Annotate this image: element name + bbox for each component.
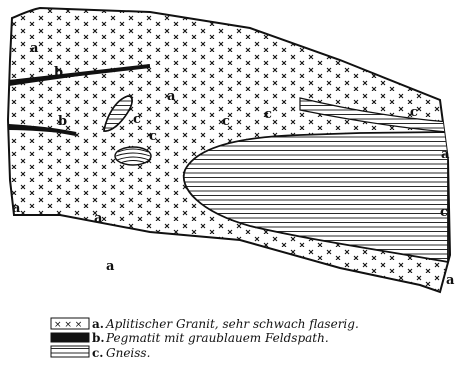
label-c-2: c xyxy=(149,129,157,144)
label-b-1: b xyxy=(54,65,63,80)
legend-key-a: a. xyxy=(92,317,104,331)
label-c-5: c xyxy=(410,105,418,120)
label-a-1: a xyxy=(30,41,39,56)
label-a-3: a xyxy=(441,147,450,162)
legend-text-a: Aplitischer Granit, sehr schwach flaseri… xyxy=(105,317,359,331)
label-c-3: c xyxy=(222,114,230,129)
label-b-2: b xyxy=(58,114,67,129)
label-a-4: a xyxy=(12,201,21,216)
legend: × × × a. Aplitischer Granit, sehr schwac… xyxy=(51,317,359,360)
legend-key-c: c. xyxy=(92,346,103,360)
label-c-4: c xyxy=(264,107,272,122)
legend-swatch-granite-crosses: × × × xyxy=(54,320,82,330)
legend-item-granite: × × × a. Aplitischer Granit, sehr schwac… xyxy=(51,317,359,331)
label-a-2: a xyxy=(167,89,176,104)
label-a-5: a xyxy=(94,211,103,226)
legend-text-b: Pegmatit mit graublauem Feldspath. xyxy=(105,331,329,345)
legend-item-pegmatite: b. Pegmatit mit graublauem Feldspath. xyxy=(51,331,329,345)
legend-key-b: b. xyxy=(92,331,105,345)
label-a-7: a xyxy=(446,273,455,288)
label-c-1: c xyxy=(133,112,141,127)
legend-item-gneiss: c. Gneiss. xyxy=(51,346,150,360)
label-a-6: a xyxy=(106,259,115,274)
label-c-6: c xyxy=(440,205,448,220)
legend-text-c: Gneiss. xyxy=(106,346,150,360)
